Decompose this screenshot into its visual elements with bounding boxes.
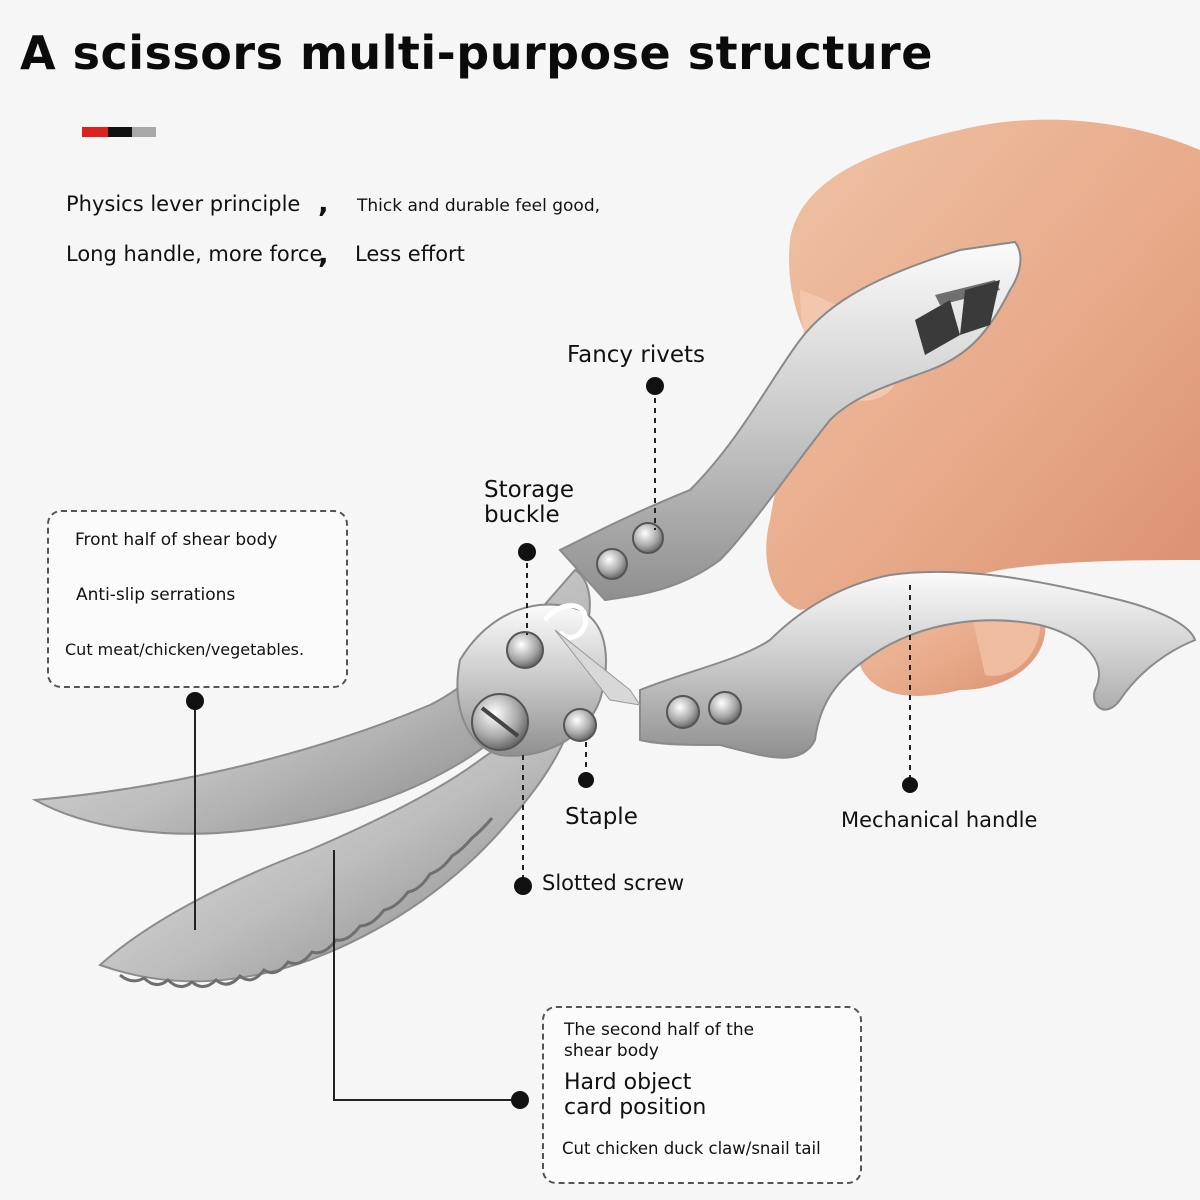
upper-handle [558, 240, 1022, 602]
front-half-callout-box: Front half of shear body Anti-slip serra… [47, 510, 348, 688]
label-staple: Staple [565, 804, 638, 830]
front-box-line3: Cut meat/chicken/vegetables. [65, 640, 305, 659]
label-storage-buckle: Storage buckle [484, 477, 574, 528]
second-box-line3: Cut chicken duck claw/snail tail [562, 1139, 821, 1158]
accent-black [108, 127, 132, 137]
label-slotted-screw: Slotted screw [542, 871, 685, 895]
intro-line2-left: Long handle, more force [66, 242, 323, 266]
label-mechanical-handle: Mechanical handle [841, 808, 1038, 832]
front-box-line1: Front half of shear body [75, 530, 278, 550]
page-title: A scissors multi-purpose structure [20, 26, 933, 80]
second-half-callout-box: The second half of the shear body Hard o… [542, 1006, 862, 1184]
rivet-lower-2 [708, 691, 742, 725]
accent-red [82, 127, 108, 137]
rivet-upper-1 [596, 548, 628, 580]
second-box-line1: The second half of the shear body [564, 1020, 755, 1061]
staple-pin [563, 708, 597, 742]
label-fancy-rivets: Fancy rivets [567, 342, 705, 368]
slotted-screw-head [471, 693, 529, 751]
leader-lines [194, 388, 911, 1101]
lower-handle [639, 570, 1197, 759]
intro-line1-left: Physics lever principle [66, 192, 301, 216]
second-box-line2: Hard object card position [564, 1070, 707, 1120]
storage-buckle-ball [506, 631, 544, 669]
intro-line1-comma: , [318, 186, 329, 219]
accent-grey [132, 127, 156, 137]
front-box-line2: Anti-slip serrations [76, 585, 236, 605]
intro-line2-comma: , [318, 237, 329, 270]
rivet-lower-1 [666, 695, 700, 729]
intro-line1-right: Thick and durable feel good, [357, 196, 601, 216]
rivet-upper-2 [632, 522, 664, 554]
intro-line2-right: Less effort [355, 242, 465, 266]
leader-dots [186, 377, 918, 1109]
